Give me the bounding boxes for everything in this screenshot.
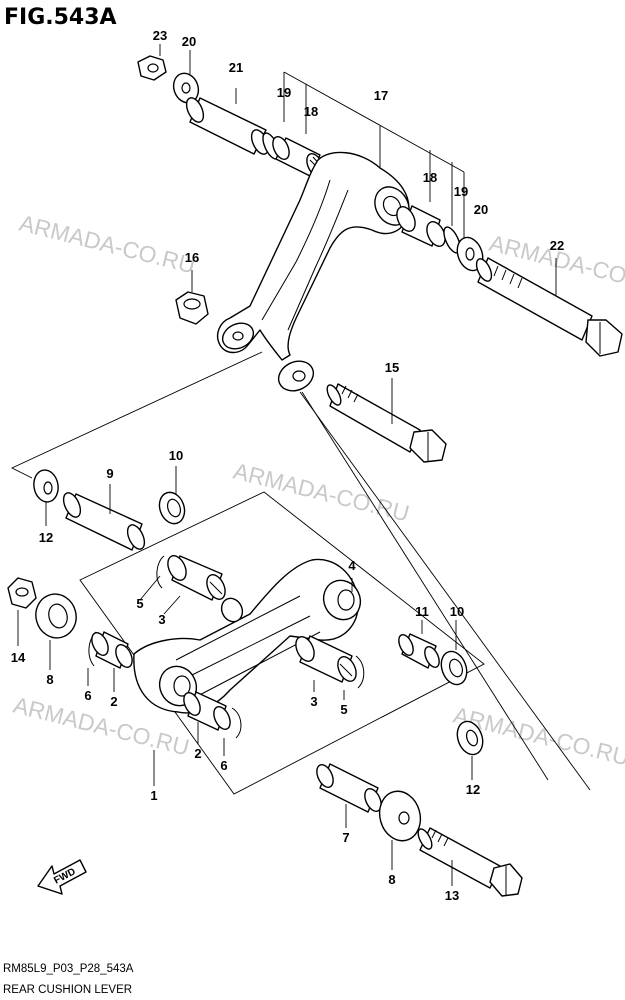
callout-20-top: 20 [182,34,196,49]
callout-18-top: 18 [304,104,318,119]
callout-5-lower: 5 [340,702,347,717]
callout-1: 1 [150,788,157,803]
callout-2-lower: 2 [194,746,201,761]
part-2-bearing-lower[interactable] [181,690,234,732]
callout-10-right: 10 [450,604,464,619]
callout-12-left: 12 [39,530,53,545]
part-6-circlip-lower[interactable] [231,707,242,739]
part-2-bearing-left[interactable] [89,630,136,670]
part-22-bolt[interactable] [473,257,623,357]
callout-19-right: 19 [454,184,468,199]
callout-16: 16 [185,250,199,265]
part-5-circlip-lower[interactable] [355,655,365,689]
part-5-circlip-upper[interactable] [156,555,165,589]
part-23-nut[interactable] [137,55,167,81]
part-3-bearing-lower[interactable] [292,634,359,684]
callout-8-right: 8 [388,872,395,887]
callout-21: 21 [229,60,243,75]
relation-lines [10,351,591,791]
part-8-washer-right[interactable] [374,787,426,846]
part-14-nut[interactable] [7,577,37,609]
part-10-bearing-upper[interactable] [155,489,188,527]
callout-22: 22 [550,238,564,253]
callout-13: 13 [445,888,459,903]
part-13-bolt[interactable] [415,827,523,897]
callout-20-right: 20 [474,202,488,217]
part-15-bolt[interactable] [324,383,447,463]
part-20-washer[interactable] [170,70,203,106]
fwd-arrow: FWD [37,859,87,895]
callout-8-left: 8 [46,672,53,687]
part-10-bearing-right[interactable] [437,648,471,688]
part-21-spacer[interactable] [183,95,272,156]
part-17-cushion-rod[interactable] [216,151,416,396]
watermark-middle: ARMADA-CO.RU [231,458,412,527]
rear-cushion-rod-assembly [137,55,623,463]
part-12-dust-seal-right[interactable] [453,718,487,758]
assembly-17-bracket [159,44,557,424]
watermark-top-left: ARMADA-CO.RU [17,210,198,279]
figure-name: REAR CUSHION LEVER [3,984,132,996]
callout-18-right: 18 [423,170,437,185]
callout-19-top: 19 [277,85,291,100]
part-3-bearing-upper[interactable] [164,553,228,602]
part-7-spacer[interactable] [314,762,385,814]
callout-11: 11 [415,604,429,619]
callout-5-upper: 5 [136,596,143,611]
part-1-cushion-lever[interactable] [133,558,367,714]
callout-3-lower: 3 [310,694,317,709]
callout-3-upper: 3 [158,612,165,627]
assembly-1-frame [79,491,485,795]
callout-14: 14 [11,650,26,665]
callout-15: 15 [385,360,399,375]
callout-6-lower: 6 [220,758,227,773]
callout-6-left: 6 [84,688,91,703]
callout-2-left: 2 [110,694,117,709]
part-8-washer-left[interactable] [31,590,81,643]
callout-17: 17 [374,88,388,103]
figure-code: RM85L9_P03_P28_543A [3,963,134,975]
part-9-spacer[interactable] [60,490,148,551]
part-12-dust-seal-left[interactable] [31,468,60,504]
part-16-nut[interactable] [175,291,209,325]
part-18-bearing-right[interactable] [393,204,448,249]
callout-23: 23 [153,28,167,43]
callout-4: 4 [348,558,356,573]
callout-10-upper: 10 [169,448,183,463]
lower-leaders [17,466,473,886]
rear-cushion-lever-assembly [7,468,523,897]
callout-9: 9 [106,466,113,481]
part-11-spacer[interactable] [396,632,442,669]
callout-7: 7 [342,830,349,845]
figure-title: FIG.543A [4,5,117,30]
callout-12-right: 12 [466,782,480,797]
callouts: 23 20 21 19 18 17 18 19 20 22 16 15 9 10… [11,28,564,903]
